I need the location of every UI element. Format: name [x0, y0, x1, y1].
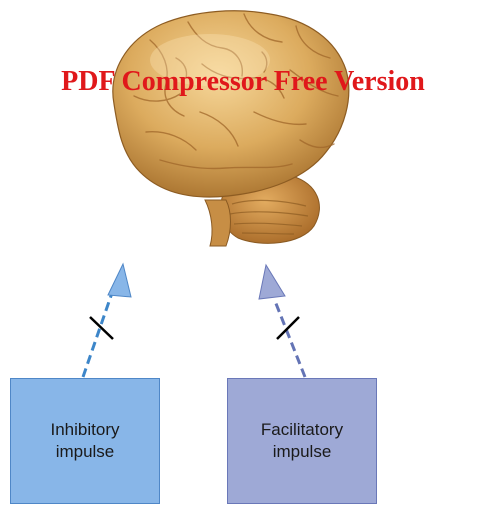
- facilitatory-label-line1: Facilitatory: [260, 420, 344, 439]
- inhibitory-arrow: [81, 262, 132, 378]
- brainstem: [204, 199, 231, 247]
- facilitatory-impulse-box: Facilitatory impulse: [227, 378, 377, 504]
- brain-gyri: [133, 13, 339, 170]
- cerebrum: [112, 10, 350, 198]
- cerebellum-folds: [229, 199, 309, 235]
- brain-illustration: [112, 10, 350, 247]
- brain-highlight: [150, 34, 270, 86]
- inhibitory-label-line2: impulse: [55, 442, 115, 461]
- facilitatory-arrow-head: [258, 263, 286, 300]
- watermark-text: PDF Compressor Free Version: [61, 66, 425, 97]
- inhibitory-arrow-head: [107, 262, 132, 298]
- inhibitory-impulse-box: Inhibitory impulse: [10, 378, 160, 504]
- facilitatory-label-line2: impulse: [272, 442, 332, 461]
- inhibitory-arrow-shaft: [81, 289, 115, 378]
- facilitatory-arrow: [258, 263, 307, 378]
- inhibitory-label-line1: Inhibitory: [50, 420, 120, 439]
- facilitatory-block-mark: [276, 316, 300, 340]
- inhibitory-block-mark: [89, 316, 114, 340]
- facilitatory-arrow-shaft: [273, 300, 307, 378]
